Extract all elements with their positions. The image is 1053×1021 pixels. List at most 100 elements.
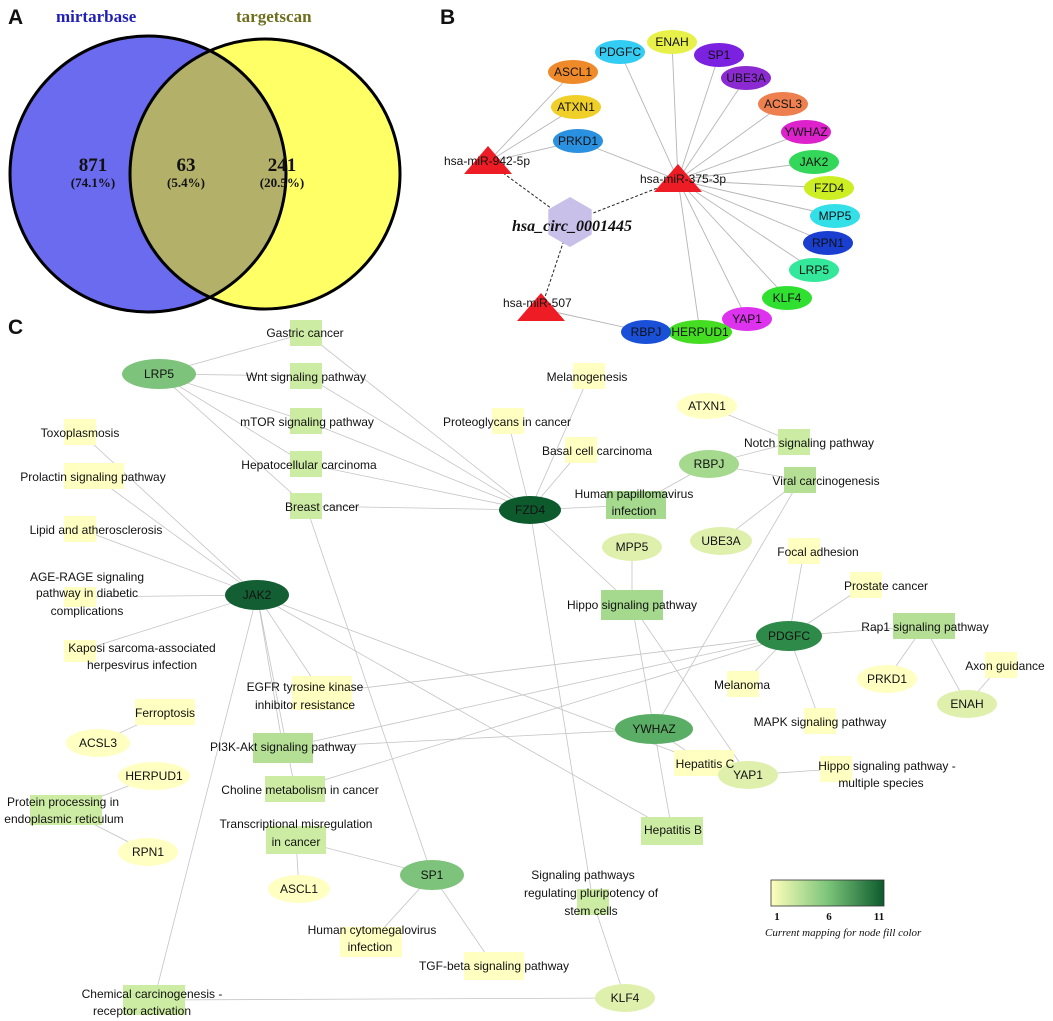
pathway-label-viral-carcinogenesis: Viral carcinogenesis [772, 474, 879, 488]
gene-label-ube3a: UBE3A [701, 534, 740, 548]
gene-label-atxn1: ATXN1 [557, 100, 595, 114]
pathway-box-protein-processing-in-endoplasmic-reticulum [30, 795, 102, 825]
pathway-label-transcriptional-misregulation-in-cancer-line2: in cancer [272, 835, 321, 849]
edge-fzd4-hippo-signaling-pathway [529, 509, 633, 606]
gene-node-fzd4 [804, 176, 854, 200]
pathway-box-proteoglycans-in-cancer [492, 408, 524, 434]
pathway-box-human-papillomavirus-infection [606, 491, 666, 519]
edge-ywhaz-viral-carcinogenesis [653, 479, 801, 730]
gene-label-rpn1: RPN1 [812, 236, 844, 250]
edge-hsa-mir-375-3p-acsl3 [677, 103, 784, 181]
pathway-label-age-rage-signaling-pathway-in-diabetic-complications-line2: pathway in diabetic [36, 586, 138, 600]
pathway-label-melanogenesis: Melanogenesis [547, 370, 628, 384]
pathway-label-wnt-signaling-pathway: Wnt signaling pathway [246, 370, 366, 384]
edge-hsa-mir-375-3p-lrp5 [677, 179, 815, 271]
pathway-label-chemical-carcinogenesis-receptor-activation-line1: Chemical carcinogenesis - [82, 987, 223, 1001]
panel-label-b: B [440, 6, 455, 29]
gene-node-herpud1 [118, 762, 190, 790]
legend-gradient-bar [770, 879, 885, 907]
venn-overlap-pct: (5.4%) [167, 175, 205, 190]
gene-node-acsl3 [66, 729, 130, 757]
pathway-label-human-cytomegalovirus-infection-line2: infection [348, 940, 393, 954]
edge-jak2-pi3k-akt-signaling-pathway [256, 594, 284, 749]
gene-label-klf4: KLF4 [773, 291, 802, 305]
panel-a: A mirtarbase targetscan 871 (74.1%) 63 (… [8, 6, 402, 314]
gene-node-sp1 [400, 860, 464, 890]
gene-label-acsl3: ACSL3 [79, 736, 117, 750]
edge-pdgfc-egfr-tyrosine-kinase-inhibitor-resistance [321, 635, 790, 694]
edge-pdgfc-pi3k-akt-signaling-pathway [282, 635, 790, 749]
venn-overlap [130, 39, 286, 309]
venn-overlap-count: 63 [177, 155, 196, 176]
gene-label-herpud1: HERPUD1 [671, 325, 729, 339]
pathway-label-tgf-beta-signaling-pathway: TGF-beta signaling pathway [419, 959, 569, 973]
pathway-box-melanoma [727, 671, 759, 697]
pathway-label-kaposi-sarcoma-associated-herpesvirus-infection-line2: herpesvirus infection [87, 658, 197, 672]
gene-label-mpp5: MPP5 [819, 209, 852, 223]
legend-caption: Current mapping for node fill color [765, 927, 922, 939]
gene-node-lrp5 [789, 258, 839, 282]
pathway-label-signaling-pathways-regulating-pluripotency-of-stem-cells-line2: regulating pluripotency of [524, 886, 659, 900]
gene-node-ywhaz [781, 120, 831, 144]
gene-node-jak2 [789, 150, 839, 174]
pathway-label-notch-signaling-pathway: Notch signaling pathway [744, 436, 874, 450]
pathway-label-axon-guidance: Axon guidance [965, 659, 1045, 673]
gene-node-herpud1 [668, 320, 732, 344]
pathway-box-mtor-signaling-pathway [290, 408, 322, 434]
pathway-label-hippo-signaling-pathway-multiple-species-line1: Hippo signaling pathway - [818, 759, 955, 773]
gene-node-yap1 [722, 307, 772, 331]
gene-node-ube3a [690, 527, 752, 555]
gene-node-enah [937, 690, 997, 718]
gene-label-pdgfc: PDGFC [599, 45, 641, 59]
pathway-label-gastric-cancer: Gastric cancer [266, 326, 343, 340]
pathway-box-hippo-signaling-pathway [601, 590, 663, 620]
pathway-label-age-rage-signaling-pathway-in-diabetic-complications-line3: complications [51, 604, 124, 618]
pathway-label-signaling-pathways-regulating-pluripotency-of-stem-cells-line1: Signaling pathways [531, 868, 634, 882]
gene-label-yap1: YAP1 [732, 312, 762, 326]
gene-label-lrp5: LRP5 [799, 263, 829, 277]
edge-hsa-mir-375-3p-sp1 [677, 54, 720, 181]
pathway-label-hepatitis-b: Hepatitis B [644, 823, 702, 837]
pathway-label-egfr-tyrosine-kinase-inhibitor-resistance-line2: inhibitor resistance [255, 698, 355, 712]
edge-hsa-mir-942-5p-ascl1 [487, 71, 574, 163]
gene-label-yap1: YAP1 [733, 768, 763, 782]
gene-node-ube3a [721, 66, 771, 90]
venn-right-count: 241 [268, 155, 297, 176]
gene-label-klf4: KLF4 [611, 991, 640, 1005]
pathway-box-signaling-pathways-regulating-pluripotency-of-stem-cells [577, 889, 609, 915]
gene-node-rbpj [679, 450, 739, 478]
gene-label-enah: ENAH [950, 697, 983, 711]
legend-mid: 6 [826, 911, 832, 923]
panel-b-edges [487, 41, 836, 333]
edge-jak2-hepatitis-b [256, 594, 673, 832]
pathway-label-hepatitis-c: Hepatitis C [676, 757, 735, 771]
gene-label-mpp5: MPP5 [616, 540, 649, 554]
pathway-label-human-papillomavirus-infection-line1: Human papillomavirus [575, 487, 694, 501]
gene-node-klf4 [595, 984, 655, 1012]
pathway-label-toxoplasmosis: Toxoplasmosis [41, 426, 120, 440]
pathway-label-protein-processing-in-endoplasmic-reticulum-line2: endoplasmic reticulum [4, 812, 123, 826]
edge-fzd4-wnt-signaling-pathway [305, 375, 531, 511]
pathway-box-notch-signaling-pathway [778, 429, 810, 455]
pathway-label-human-papillomavirus-infection-line2: infection [612, 504, 657, 518]
gene-label-acsl3: ACSL3 [764, 97, 802, 111]
pathway-label-mapk-signaling-pathway: MAPK signaling pathway [754, 715, 887, 729]
gene-node-mpp5 [602, 533, 662, 561]
edge-hsa-mir-375-3p-klf4 [677, 179, 788, 299]
pathway-box-choline-metabolism-in-cancer [265, 776, 325, 802]
gene-label-enah: ENAH [655, 35, 688, 49]
mirna-label-hsa-mir-375-3p: hsa-miR-375-3p [640, 172, 726, 186]
gene-label-sp1: SP1 [708, 48, 731, 62]
gene-label-rbpj: RBPJ [694, 457, 725, 471]
edge-jak2-chemical-carcinogenesis-receptor-activation [153, 594, 258, 1001]
pathway-label-rap1-signaling-pathway: Rap1 signaling pathway [861, 620, 988, 634]
pathway-box-hepatocellular-carcinoma [290, 451, 322, 477]
gene-node-prkd1 [553, 129, 603, 153]
pathway-label-hippo-signaling-pathway: Hippo signaling pathway [567, 598, 697, 612]
panel-label-a: A [8, 6, 23, 29]
edge-ywhaz-hepatitis-b [653, 728, 673, 832]
pathway-box-egfr-tyrosine-kinase-inhibitor-resistance [292, 676, 352, 710]
pathway-label-egfr-tyrosine-kinase-inhibitor-resistance-line1: EGFR tyrosine kinase [247, 680, 364, 694]
